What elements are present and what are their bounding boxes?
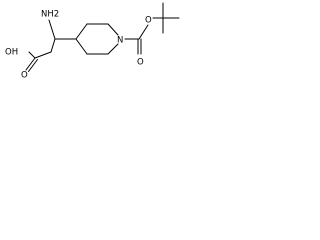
acid-side-chain	[25, 19, 77, 72]
ring-bond-c2-n	[107, 23, 119, 36]
acid-to-alpha-carbon-bond	[34, 51, 52, 59]
alpha-to-chiral-carbon-bond	[50, 38, 56, 53]
ring-nitrogen-label: N	[117, 36, 123, 46]
ring-bond-c5-c4	[75, 38, 88, 55]
boc-ester-oxygen-label: O	[145, 16, 152, 26]
ring-bond-n-c6	[107, 43, 119, 55]
acid-carbonyl-double-bond-1	[25, 57, 36, 71]
acid-hydroxyl-label: OH	[5, 48, 18, 58]
amine-label: NH2	[41, 10, 59, 20]
chemical-structure-diagram: NH2 OH O N O O	[5, 2, 180, 81]
carbonyl-to-ester-oxygen-bond	[138, 24, 149, 40]
acid-carbonyl-oxygen-label: O	[21, 71, 28, 81]
ring-bond-c4-c3	[75, 23, 88, 40]
acid-carbonyl-double-bond-2	[28, 59, 38, 72]
piperidine-ring	[75, 23, 119, 55]
boc-group	[124, 2, 180, 55]
chiral-carbon-to-amine-bond	[48, 19, 56, 40]
boc-carbonyl-oxygen-label: O	[137, 58, 144, 68]
acid-hydroxyl-bond	[28, 51, 36, 59]
